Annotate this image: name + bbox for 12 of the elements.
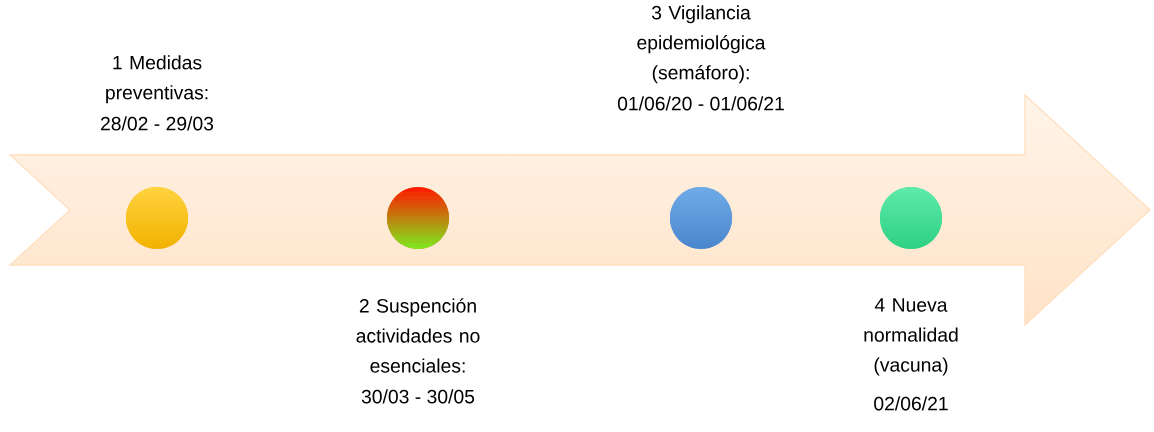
- date-label: 30/03 - 30/05: [361, 389, 475, 404]
- milestone-circle: [387, 187, 449, 249]
- milestone-label: 2 Suspención actividades no esenciales:: [356, 298, 480, 373]
- date-label: 01/06/20 - 01/06/21: [617, 96, 784, 111]
- date-label: 02/06/21: [874, 396, 948, 411]
- milestone-circle: [670, 187, 732, 249]
- milestone-circle: [880, 187, 942, 249]
- date-label: 28/02 - 29/03: [101, 116, 214, 131]
- milestone-label: 1 Medidas preventivas:: [106, 55, 208, 104]
- milestone-label: 3 Vigilancia epidemiológica (semáforo):: [637, 5, 766, 84]
- milestone-label: 4 Nueva normalidad (vacuna): [864, 298, 958, 376]
- milestone-circle: [126, 187, 188, 249]
